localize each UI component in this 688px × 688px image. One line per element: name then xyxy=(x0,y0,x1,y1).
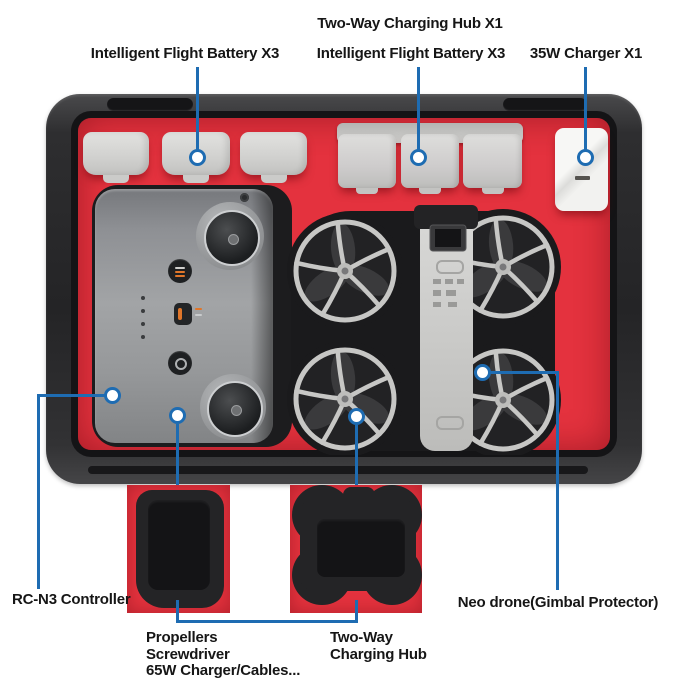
led-indicator xyxy=(141,322,145,326)
rth-button xyxy=(168,259,192,283)
pocket-charging-hub xyxy=(290,485,422,613)
case-lid-seam xyxy=(88,466,588,474)
prop-guard-top-left xyxy=(294,220,396,322)
joystick-nub xyxy=(230,404,242,416)
battery-tab xyxy=(260,175,287,183)
regulatory-markings xyxy=(433,279,464,307)
hub-battery-2 xyxy=(401,134,459,194)
bracket-horizontal xyxy=(176,620,358,623)
prop-guard-bottom-left xyxy=(294,348,396,450)
accessories-recess xyxy=(148,500,210,590)
mode-label-orange xyxy=(195,308,202,310)
led-indicator xyxy=(141,335,145,339)
rth-icon-orange xyxy=(175,275,185,277)
joystick-bottom xyxy=(207,381,263,437)
rth-icon xyxy=(175,267,185,269)
case-top-groove-right xyxy=(503,98,587,111)
label-accessories-line1: Propellers xyxy=(146,629,218,646)
callout-line-battery-mid xyxy=(417,67,420,150)
label-accessories: Propellers Screwdriver 65W Charger/Cable… xyxy=(146,629,301,680)
hub-battery-foot xyxy=(356,188,378,194)
drone-body xyxy=(420,207,473,451)
callout-dot-battery-left xyxy=(189,149,206,166)
foam-cutout-hub xyxy=(292,485,422,607)
label-accessories-line2: Screwdriver xyxy=(146,645,230,663)
camera-bay xyxy=(414,205,478,229)
hub-recess xyxy=(317,519,405,577)
label-neo-drone: Neo drone(Gimbal Protector) xyxy=(457,594,659,611)
mode-switch xyxy=(174,303,192,325)
case-top-groove-left xyxy=(107,98,193,111)
callout-dot-battery-mid xyxy=(410,149,427,166)
label-battery-left: Intelligent Flight Battery X3 xyxy=(90,45,280,62)
battery-tab xyxy=(183,175,209,183)
bracket-right-stub xyxy=(355,600,358,623)
callout-dot-drone xyxy=(474,364,491,381)
label-hub-line2: Charging Hub xyxy=(330,645,427,663)
hub-battery-3 xyxy=(463,134,522,194)
callout-dot-hub-pocket xyxy=(348,408,365,425)
led-indicator xyxy=(141,296,145,300)
label-hub-line1: Two-Way xyxy=(330,629,393,646)
battery-latch-bottom xyxy=(436,416,464,430)
callout-line-battery-left xyxy=(196,67,199,150)
callout-line-drone-h xyxy=(490,371,559,374)
mode-label-gray xyxy=(195,314,202,316)
pocket-propellers xyxy=(127,485,230,613)
callout-line-controller-v xyxy=(37,394,40,589)
label-two-way-charging-hub: Two-Way Charging Hub xyxy=(330,629,427,663)
callout-line-charger xyxy=(584,67,587,150)
rc-n3-controller xyxy=(95,189,273,443)
mode-switch-orange-mark xyxy=(178,308,182,320)
label-two-way-charging-hub-x1: Two-Way Charging Hub X1 xyxy=(317,15,503,32)
label-battery-mid: Intelligent Flight Battery X3 xyxy=(316,45,506,62)
hub-battery-foot xyxy=(419,188,441,194)
charger-port xyxy=(575,176,590,180)
rth-icon-orange xyxy=(175,271,185,273)
foam-cutout-accessories xyxy=(136,490,224,608)
controller-screw-top xyxy=(240,193,249,202)
flight-battery-1 xyxy=(83,132,149,183)
battery-tab xyxy=(103,175,129,183)
callout-dot-controller xyxy=(104,387,121,404)
callout-dot-charger xyxy=(577,149,594,166)
led-indicator xyxy=(141,309,145,313)
joystick-nub xyxy=(227,233,239,245)
neo-drone xyxy=(287,205,561,455)
label-accessories-line3: 65W Charger/Cables... xyxy=(146,662,301,679)
flight-battery-3 xyxy=(240,132,307,183)
label-charger-35w: 35W Charger X1 xyxy=(529,45,643,62)
callout-line-controller-h xyxy=(37,394,107,397)
hub-battery-1 xyxy=(338,134,396,194)
callout-line-drone-v xyxy=(556,371,559,590)
foam-top-tab xyxy=(343,487,375,511)
power-button xyxy=(168,351,192,375)
hub-battery-foot xyxy=(481,188,504,194)
camera-lens xyxy=(435,229,461,247)
bracket-left-stub xyxy=(176,600,179,623)
charger-35w xyxy=(555,128,608,211)
label-rc-n3-controller: RC-N3 Controller xyxy=(12,591,131,608)
callout-dot-propellers xyxy=(169,407,186,424)
power-icon xyxy=(175,358,187,370)
battery-latch-top xyxy=(436,260,464,274)
joystick-top xyxy=(204,210,260,266)
